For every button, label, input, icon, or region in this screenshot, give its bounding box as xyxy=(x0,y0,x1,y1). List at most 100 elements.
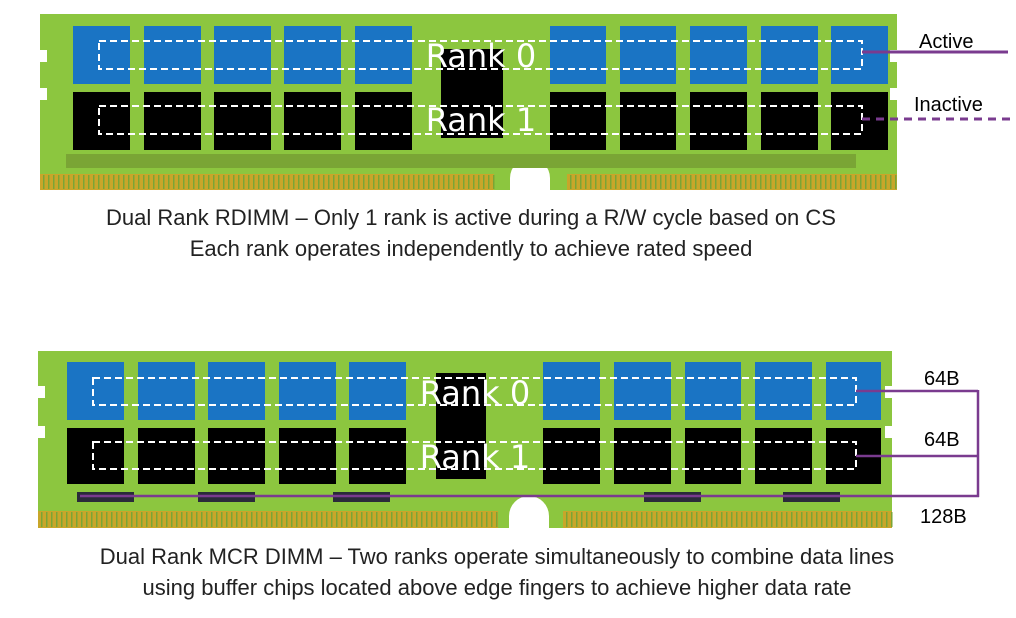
edge-finger-gap xyxy=(86,512,88,527)
mcr-rank1-chip xyxy=(138,428,195,484)
edge-finger-gap xyxy=(256,512,258,527)
edge-finger-gap xyxy=(483,175,485,189)
edge-finger-gap xyxy=(791,512,793,527)
edge-finger-gap xyxy=(685,175,687,189)
edge-finger-gap xyxy=(313,175,315,189)
edge-finger-gap xyxy=(836,512,838,527)
edge-finger-gap xyxy=(51,512,53,527)
edge-finger-gap xyxy=(143,175,145,189)
edge-finger-gap xyxy=(323,175,325,189)
edge-finger-gap xyxy=(760,175,762,189)
edge-finger-gap xyxy=(91,512,93,527)
edge-finger-gap xyxy=(451,512,453,527)
edge-finger-gap xyxy=(866,512,868,527)
edge-finger-gap xyxy=(876,512,878,527)
edge-finger-gap xyxy=(726,512,728,527)
edge-finger-gap xyxy=(871,512,873,527)
edge-finger-gap xyxy=(835,175,837,189)
edge-finger-gap xyxy=(655,175,657,189)
edge-finger-gap xyxy=(63,175,65,189)
rdimm-edge-fingers-right xyxy=(567,174,897,190)
edge-finger-gap xyxy=(41,512,43,527)
mcr-rank1-label: Rank 1 xyxy=(420,438,530,476)
edge-finger-gap xyxy=(298,175,300,189)
edge-finger-gap xyxy=(691,512,693,527)
edge-finger-gap xyxy=(396,512,398,527)
edge-finger-gap xyxy=(625,175,627,189)
rdimm-rank0-chip xyxy=(355,26,412,84)
edge-finger-gap xyxy=(816,512,818,527)
edge-finger-gap xyxy=(98,175,100,189)
edge-finger-gap xyxy=(861,512,863,527)
edge-finger-gap xyxy=(751,512,753,527)
edge-finger-gap xyxy=(696,512,698,527)
mcr-rank1-chip xyxy=(67,428,124,484)
edge-finger-gap xyxy=(581,512,583,527)
mcr-rank1-chip xyxy=(755,428,812,484)
edge-finger-gap xyxy=(211,512,213,527)
edge-finger-gap xyxy=(146,512,148,527)
mcr-finger-stripes xyxy=(41,512,893,527)
edge-finger-gap xyxy=(716,512,718,527)
edge-finger-gap xyxy=(386,512,388,527)
edge-finger-gap xyxy=(616,512,618,527)
edge-finger-gap xyxy=(675,175,677,189)
edge-finger-gap xyxy=(333,175,335,189)
edge-finger-gap xyxy=(113,175,115,189)
rdimm-rcd-chip xyxy=(441,49,503,138)
edge-finger-gap xyxy=(740,175,742,189)
edge-finger-gap xyxy=(651,512,653,527)
edge-finger-gap xyxy=(181,512,183,527)
edge-finger-gap xyxy=(353,175,355,189)
edge-finger-gap xyxy=(133,175,135,189)
rdimm-trace-strip xyxy=(66,154,856,168)
edge-finger-gap xyxy=(198,175,200,189)
edge-finger-gap xyxy=(825,175,827,189)
edge-finger-gap xyxy=(73,175,75,189)
edge-finger-gap xyxy=(321,512,323,527)
edge-finger-gap xyxy=(378,175,380,189)
mcr-rank1-chips xyxy=(67,428,881,484)
edge-finger-gap xyxy=(781,512,783,527)
edge-finger-gap xyxy=(821,512,823,527)
edge-finger-gap xyxy=(615,175,617,189)
edge-finger-gap xyxy=(640,175,642,189)
rdimm-rank0-label: Rank 0 xyxy=(426,37,536,75)
edge-finger-gap xyxy=(840,175,842,189)
edge-finger-gap xyxy=(790,175,792,189)
rdimm-rank0-chip xyxy=(284,26,341,84)
edge-finger-gap xyxy=(811,512,813,527)
edge-finger-gap xyxy=(93,175,95,189)
edge-finger-gap xyxy=(288,175,290,189)
edge-finger-gap xyxy=(123,175,125,189)
edge-finger-gap xyxy=(236,512,238,527)
edge-finger-gap xyxy=(183,175,185,189)
edge-finger-gap xyxy=(686,512,688,527)
edge-finger-gap xyxy=(575,175,577,189)
edge-finger-gap xyxy=(870,175,872,189)
edge-finger-gap xyxy=(111,512,113,527)
rdimm-rank0-chip xyxy=(620,26,676,84)
edge-finger-gap xyxy=(148,175,150,189)
edge-finger-gap xyxy=(761,512,763,527)
edge-finger-gap xyxy=(66,512,68,527)
mcr-edge-fingers-left xyxy=(38,511,498,528)
edge-finger-gap xyxy=(890,175,892,189)
edge-finger-gap xyxy=(106,512,108,527)
edge-finger-gap xyxy=(231,512,233,527)
mcr-rank1-chip xyxy=(614,428,671,484)
edge-finger-gap xyxy=(303,175,305,189)
edge-finger-gap xyxy=(376,512,378,527)
edge-finger-gap xyxy=(306,512,308,527)
edge-finger-gap xyxy=(580,175,582,189)
rdimm-rank0-chip xyxy=(144,26,201,84)
edge-finger-gap xyxy=(301,512,303,527)
rdimm-rank0-chip xyxy=(761,26,818,84)
edge-finger-gap xyxy=(248,175,250,189)
edge-finger-gap xyxy=(695,175,697,189)
edge-finger-gap xyxy=(766,512,768,527)
mcr-rank1-chip xyxy=(685,428,741,484)
edge-finger-gap xyxy=(383,175,385,189)
edge-finger-gap xyxy=(296,512,298,527)
edge-finger-gap xyxy=(466,512,468,527)
